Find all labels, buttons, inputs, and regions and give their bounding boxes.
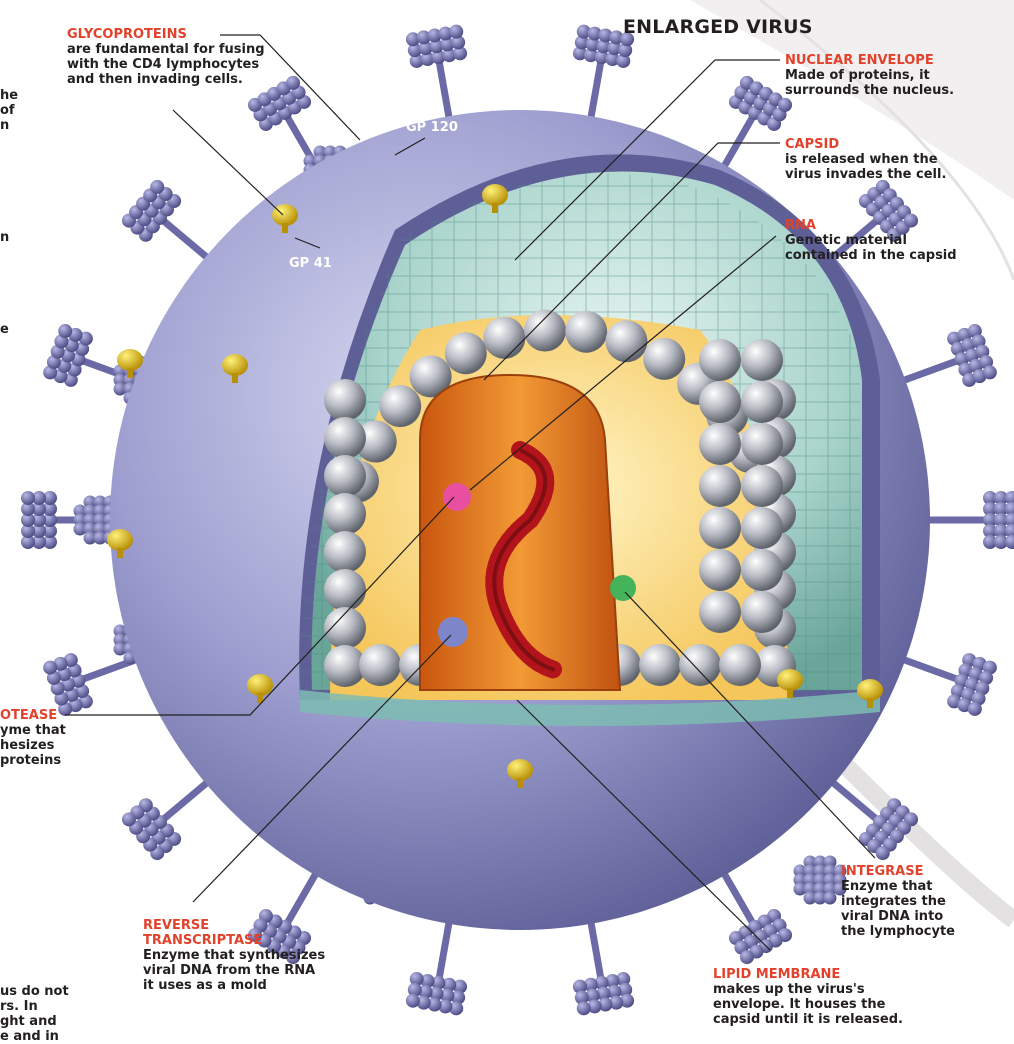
- protease-enzyme: [443, 483, 471, 511]
- protease-text: yme that hesizes proteins: [0, 723, 66, 768]
- capsid-protein-unit: [679, 644, 721, 686]
- capsid-protein-unit: [741, 465, 783, 507]
- lipid-membrane-text: makes up the virus's envelope. It houses…: [713, 982, 903, 1027]
- capsid-protein-unit: [605, 320, 647, 362]
- integrase-text: Enzyme that integrates the viral DNA int…: [841, 879, 955, 939]
- capsid-protein-unit: [699, 381, 741, 423]
- cropped-text-2: n: [0, 230, 9, 245]
- protease-label: OTEASE yme that hesizes proteins: [0, 708, 66, 768]
- diagram-title: ENLARGED VIRUS: [623, 16, 813, 38]
- capsid-protein-unit: [699, 591, 741, 633]
- capsid-protein-unit: [699, 549, 741, 591]
- capsid-protein-unit: [741, 549, 783, 591]
- cropped-text-1: he of n: [0, 88, 18, 133]
- integrase-enzyme: [610, 575, 636, 601]
- reverse-transcriptase-enzyme: [438, 617, 468, 647]
- capsid-protein-unit: [741, 591, 783, 633]
- capsid-protein-unit: [445, 332, 487, 374]
- rna-text: Genetic material contained in the capsid: [785, 233, 957, 263]
- cropped-text-4: us do not rs. In ght and e and in: [0, 984, 69, 1044]
- reverse-transcriptase-heading: REVERSE TRANSCRIPTASE: [143, 918, 325, 948]
- nuclear-envelope-text: Made of proteins, it surrounds the nucle…: [785, 68, 954, 98]
- capsid-heading: CAPSID: [785, 137, 946, 152]
- lipid-membrane-heading: LIPID MEMBRANE: [713, 967, 903, 982]
- capsid-protein-unit: [565, 311, 607, 353]
- glycoproteins-text: are fundamental for fusing with the CD4 …: [67, 42, 265, 87]
- capsid-protein-unit: [379, 385, 421, 427]
- capsid-protein-unit: [483, 317, 525, 359]
- capsid-protein-unit: [324, 531, 366, 573]
- rna-heading: RNA: [785, 218, 957, 233]
- lipid-membrane-label: LIPID MEMBRANE makes up the virus's enve…: [713, 967, 903, 1027]
- capsid-protein-unit: [324, 379, 366, 421]
- glycoproteins-label: GLYCOPROTEINS are fundamental for fusing…: [67, 27, 265, 87]
- glycoprotein-spike: [122, 180, 221, 269]
- capsid-protein-unit: [699, 339, 741, 381]
- capsid-protein-unit: [324, 417, 366, 459]
- gp120-label: GP 120: [406, 120, 458, 135]
- capsid-text: is released when the virus invades the c…: [785, 152, 946, 182]
- glycoprotein-cluster: [794, 856, 847, 905]
- reverse-transcriptase-label: REVERSE TRANSCRIPTASE Enzyme that synthe…: [143, 918, 325, 993]
- gp41-label: GP 41: [289, 256, 332, 271]
- protease-heading: OTEASE: [0, 708, 66, 723]
- reverse-transcriptase-text: Enzyme that synthesizes viral DNA from t…: [143, 948, 325, 993]
- rna-label: RNA Genetic material contained in the ca…: [785, 218, 957, 263]
- capsid-protein-unit: [643, 338, 685, 380]
- glycoproteins-heading: GLYCOPROTEINS: [67, 27, 265, 42]
- capsid-protein-unit: [324, 455, 366, 497]
- nuclear-envelope-label: NUCLEAR ENVELOPE Made of proteins, it su…: [785, 53, 954, 98]
- glycoprotein-spike: [122, 771, 221, 860]
- capsid-protein-unit: [741, 423, 783, 465]
- capsid-protein-unit: [699, 465, 741, 507]
- integrase-heading: INTEGRASE: [841, 864, 955, 879]
- capsid-protein-unit: [699, 423, 741, 465]
- capsid-protein-unit: [741, 381, 783, 423]
- capsid-protein-unit: [719, 644, 761, 686]
- capsid-protein-unit: [359, 644, 401, 686]
- capsid-protein-unit: [699, 507, 741, 549]
- nuclear-envelope-heading: NUCLEAR ENVELOPE: [785, 53, 954, 68]
- capsid-protein-unit: [324, 569, 366, 611]
- capsid-protein-unit: [324, 493, 366, 535]
- capsid-protein-unit: [639, 644, 681, 686]
- capsid-protein-unit: [524, 310, 566, 352]
- integrase-label: INTEGRASE Enzyme that integrates the vir…: [841, 864, 955, 939]
- capsid-protein-unit: [741, 507, 783, 549]
- capsid-protein-unit: [741, 339, 783, 381]
- cropped-text-3: e: [0, 322, 9, 337]
- capsid-label: CAPSID is released when the virus invade…: [785, 137, 946, 182]
